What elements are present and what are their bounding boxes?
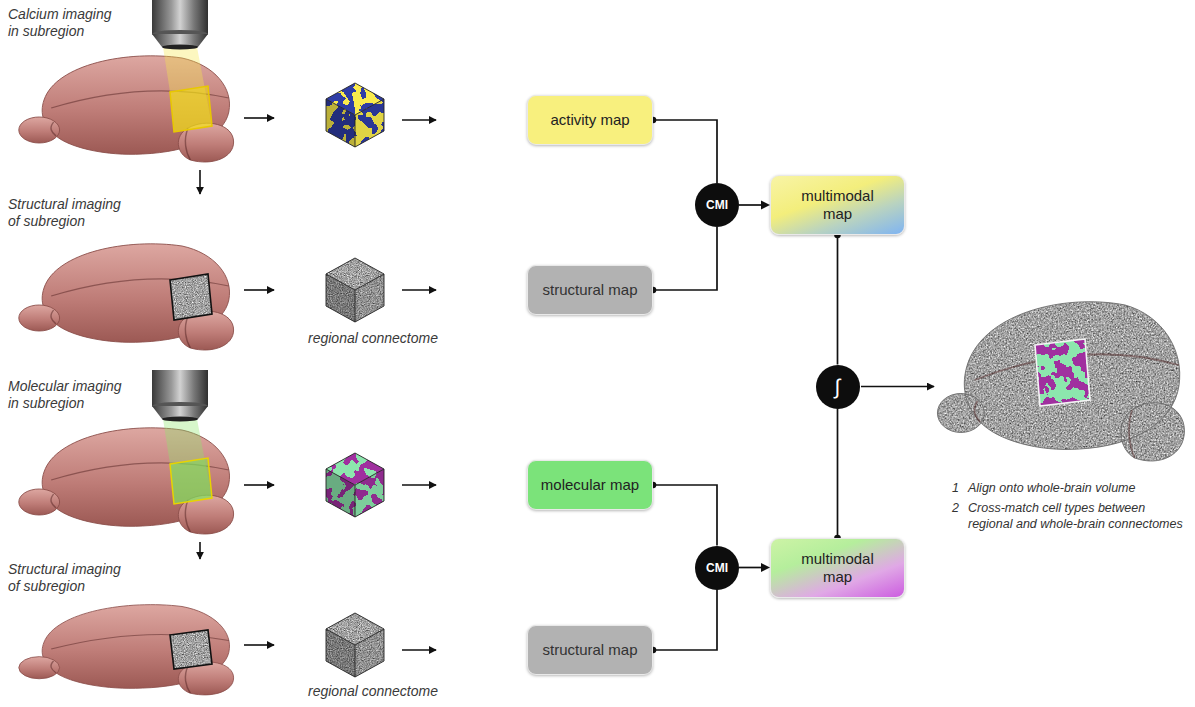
- step-label: Calcium imaging in subregion: [8, 6, 120, 40]
- molecular-map-box: molecular map: [527, 460, 653, 510]
- node-label: structural map: [542, 641, 637, 659]
- structural-map-box: structural map: [527, 265, 653, 315]
- cube-caption: regional connectome: [308, 330, 438, 347]
- imaging-region: [170, 274, 212, 320]
- integration-circle: ∫: [816, 365, 860, 409]
- connector: [650, 117, 717, 183]
- connector-line: [653, 485, 717, 546]
- node-label: CMI: [706, 198, 728, 212]
- connector: [650, 227, 717, 293]
- connector: [834, 409, 841, 542]
- flow-arrow: [861, 386, 934, 388]
- imaging-region: [170, 630, 212, 669]
- mouse-brain: [19, 605, 234, 695]
- region-outline: [170, 630, 212, 669]
- connector-line: [739, 567, 762, 569]
- connector-line: [837, 409, 839, 539]
- connector: [650, 482, 717, 546]
- region-outline: [170, 274, 212, 320]
- whole-brain: [937, 302, 1184, 461]
- light-beam: [163, 47, 212, 132]
- node-label: multimodal map: [793, 187, 883, 223]
- step-label: Molecular imaging in subregion: [8, 378, 129, 412]
- arrowhead: [761, 201, 770, 210]
- connector: [739, 201, 770, 210]
- node-label: CMI: [706, 561, 728, 575]
- structural-map-box: structural map: [527, 625, 653, 675]
- connector-line: [653, 590, 717, 651]
- connector-line: [739, 204, 762, 206]
- multimodal-map-box: multimodal map: [770, 175, 905, 235]
- node-label: multimodal map: [793, 550, 883, 586]
- connector-line: [653, 120, 717, 183]
- microscope-objective: [152, 370, 208, 422]
- list-text: Cross-match cell types between regional …: [968, 500, 1190, 532]
- molecular-cube: [326, 453, 384, 517]
- aligned-region: [1035, 339, 1090, 406]
- down-arrow: [199, 170, 201, 194]
- connector-line: [837, 235, 839, 365]
- structure-cube: [326, 613, 384, 677]
- imaging-region: [170, 86, 212, 132]
- list-text: Align onto whole-brain volume: [968, 480, 1190, 496]
- connector: [739, 563, 770, 572]
- node-label: activity map: [550, 111, 629, 129]
- down-arrow: [199, 542, 201, 559]
- step-label: Structural imaging of subregion: [8, 196, 129, 230]
- node-label: ∫: [835, 375, 841, 399]
- activity-cube: [326, 83, 384, 147]
- node-label: structural map: [542, 281, 637, 299]
- activity-map-box: activity map: [527, 95, 653, 145]
- microscope-objective: [152, 0, 208, 50]
- connector: [834, 232, 841, 365]
- multimodal-map-box: multimodal map: [770, 538, 905, 598]
- node-label: molecular map: [541, 476, 639, 494]
- structure-cube: [326, 258, 384, 322]
- cube-caption: regional connectome: [308, 683, 438, 700]
- list-number: 2: [952, 500, 959, 516]
- imaging-region: [170, 458, 212, 504]
- flow-arrows: [244, 118, 436, 650]
- list-number: 1: [952, 480, 959, 496]
- connector: [650, 590, 717, 654]
- mouse-brain: [19, 244, 234, 350]
- cmi-circle: CMI: [695, 546, 739, 590]
- step-label: Structural imaging of subregion: [8, 561, 129, 595]
- arrowhead: [761, 563, 770, 572]
- region-outline: [1035, 339, 1090, 406]
- connector-line: [653, 227, 717, 290]
- light-beam: [163, 419, 212, 504]
- cmi-circle: CMI: [695, 183, 739, 227]
